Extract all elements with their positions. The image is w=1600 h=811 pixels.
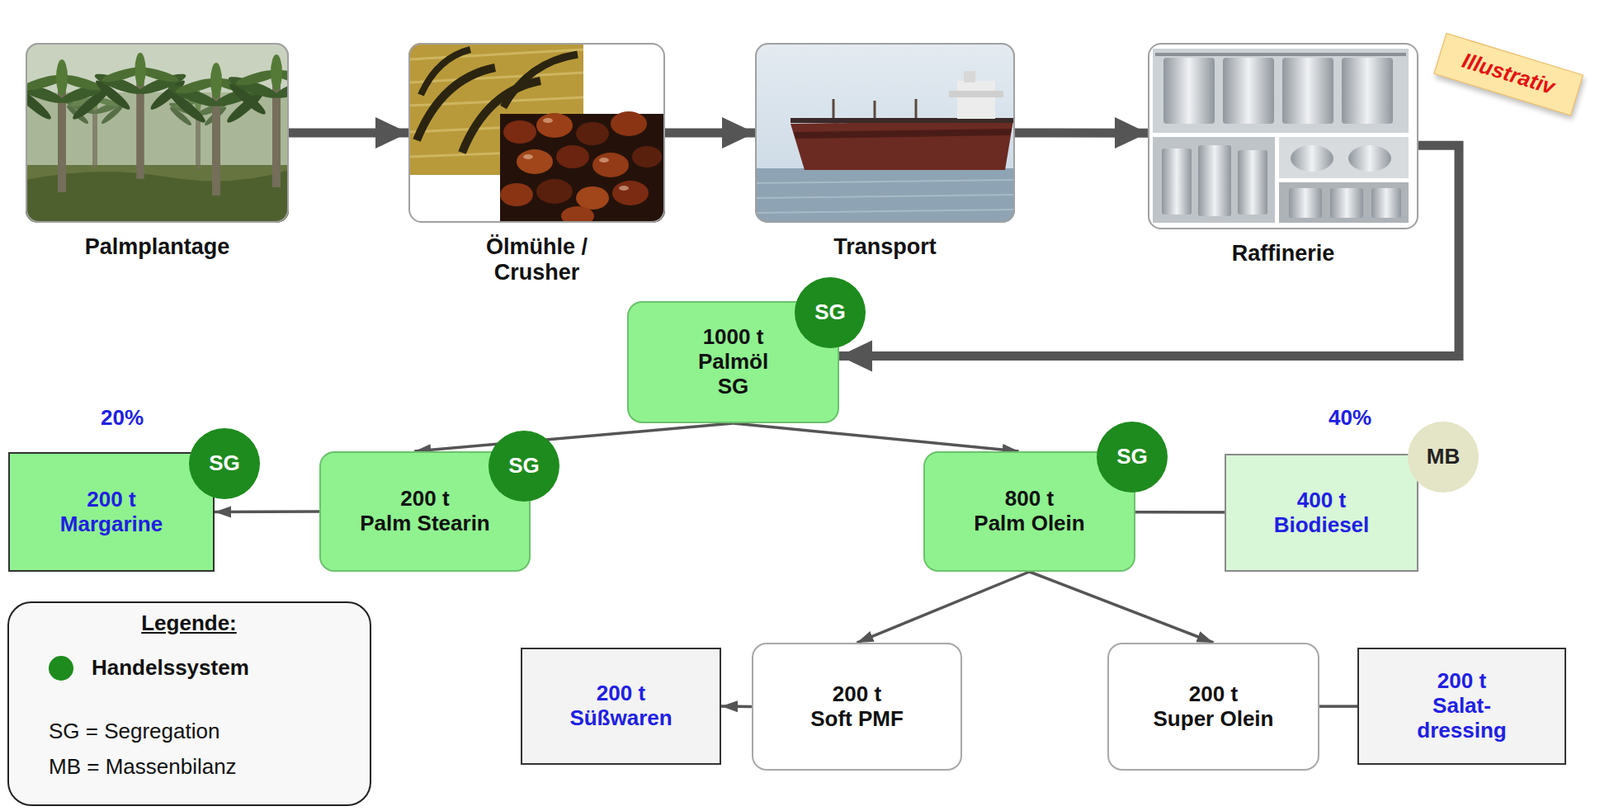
node-text: 200 t	[596, 681, 646, 707]
photo-caption: Raffinerie	[1231, 240, 1336, 267]
ship-photo	[755, 42, 1015, 223]
process-box: 800 tPalm OleinSG	[923, 451, 1136, 572]
flow-arrow	[1014, 128, 1148, 138]
split-arrow	[214, 509, 320, 514]
process-box: 200 tSoft PMF	[751, 642, 963, 771]
node-text: Palm Stearin	[359, 511, 491, 537]
process-box: 1000 t Palmöl SGSG	[627, 301, 840, 424]
photo-frame: Transport	[755, 42, 1015, 223]
illustrative-tag: Illustrativ	[1433, 33, 1583, 116]
product-box: 200 tMargarineSG	[8, 452, 215, 572]
node-text: 200 t	[832, 682, 882, 708]
flow-arrow	[288, 128, 409, 138]
process-box: 200 tSuper Olein	[1107, 642, 1320, 771]
legend-text: SG = Segregation	[48, 719, 220, 745]
photo-caption: Transport	[833, 234, 937, 260]
photo-caption: Ölmühle / Crusher	[464, 234, 609, 286]
node-text: SG	[508, 453, 540, 479]
photo-frame: Palmplantage	[25, 42, 289, 223]
node-text: MB	[1426, 444, 1460, 470]
split-arrow	[733, 423, 1020, 452]
share-label: 20%	[100, 405, 144, 431]
label-anchor: Legende:	[141, 611, 237, 637]
oil-mill-photo	[408, 42, 666, 223]
node-text: 200 t	[1437, 669, 1487, 694]
node-text: Biodiesel	[1274, 513, 1370, 539]
node-text: Margarine	[60, 512, 163, 538]
legend-row: MB = Massenbilanz	[48, 755, 237, 780]
system-badge: SG	[188, 428, 260, 500]
legend-row: Handelssystem	[48, 656, 250, 681]
node-text: 400 t	[1297, 488, 1346, 514]
node-text: SG	[208, 451, 241, 477]
system-badge: MB	[1407, 421, 1479, 493]
node-text: Salat- dressing	[1400, 693, 1525, 744]
node-text: 1000 t Palmöl SG	[684, 325, 784, 400]
legend-swatch	[48, 656, 74, 681]
node-text: Süßwaren	[569, 706, 672, 732]
node-text: 200 t	[1189, 682, 1238, 708]
label-anchor: Illustrativ	[1433, 33, 1583, 116]
legend-text: MB = Massenbilanz	[48, 755, 237, 780]
legend-row: SG = Segregation	[48, 719, 220, 745]
product-box: 200 tSüßwaren	[520, 647, 722, 765]
system-badge: SG	[488, 430, 560, 502]
product-box: 400 tBiodieselMB	[1224, 453, 1419, 572]
node-text: 200 t	[86, 487, 136, 513]
plantation-photo	[25, 42, 289, 223]
product-box: 200 tSalat- dressing	[1357, 647, 1567, 765]
node-text: Palm Olein	[973, 511, 1085, 537]
flow-arrow	[665, 128, 756, 138]
label-anchor: 40%	[1328, 405, 1372, 431]
node-text: 800 t	[1005, 486, 1054, 512]
legend-text: Handelssystem	[91, 656, 250, 681]
node-text: SG	[814, 300, 846, 326]
node-text: SG	[1116, 444, 1148, 470]
split-arrow	[1029, 571, 1214, 643]
share-label: 40%	[1328, 405, 1372, 431]
legend-frame	[8, 602, 371, 806]
split-arrow	[857, 571, 1030, 643]
process-box: 200 tPalm StearinSG	[319, 451, 531, 572]
photo-frame: Raffinerie	[1147, 42, 1419, 230]
label-anchor: 20%	[100, 405, 144, 431]
node-text: 200 t	[400, 486, 449, 512]
node-text: Soft PMF	[810, 707, 904, 732]
legend-heading: Legende:	[141, 611, 237, 637]
system-badge: SG	[1096, 421, 1168, 493]
refinery-photo	[1147, 42, 1419, 230]
system-badge: SG	[794, 277, 866, 349]
photo-frame: Ölmühle / Crusher	[408, 42, 666, 223]
node-text: Super Olein	[1153, 707, 1275, 732]
photo-caption: Palmplantage	[84, 234, 231, 260]
split-arrow	[721, 704, 752, 708]
split-arrow	[414, 423, 733, 452]
